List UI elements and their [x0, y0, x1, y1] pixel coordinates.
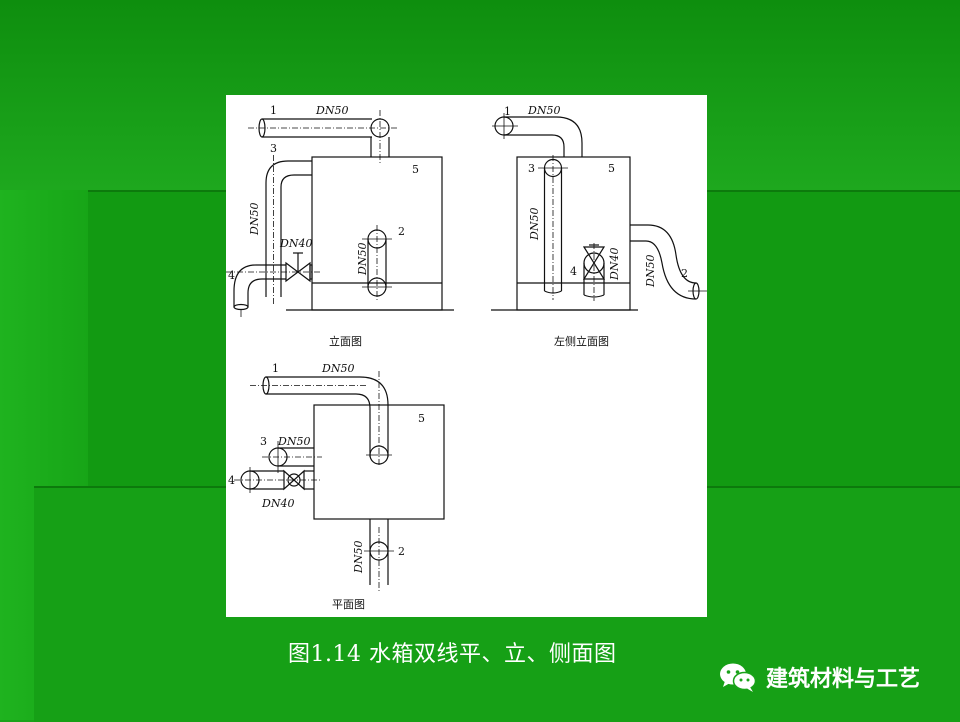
plan-pipe-4	[234, 467, 322, 493]
front-view: 1 DN50 3 5 DN50 2 DN40 DN50 4 立面图	[226, 104, 454, 348]
side-label-4: 4	[570, 265, 577, 278]
plan-pipe-1	[250, 371, 392, 467]
wechat-icon	[720, 663, 757, 692]
front-label-3: 3	[270, 142, 277, 155]
front-pipe-1	[248, 110, 398, 165]
front-dim-4: DN40	[279, 237, 312, 250]
side-dim-2: DN50	[528, 208, 541, 241]
plan-view-title: 平面图	[332, 598, 365, 611]
plan-dim-3: DN40	[261, 497, 294, 510]
plan-dim-2: DN50	[277, 435, 310, 448]
side-pipe-2	[630, 224, 707, 300]
plan-label-3: 3	[260, 435, 267, 448]
side-pipe-1	[492, 113, 583, 157]
figure-caption: 图1.14 水箱双线平、立、侧面图	[288, 642, 617, 667]
side-label-1: 1	[504, 105, 511, 118]
side-dim-4: DN50	[644, 255, 657, 288]
front-label-4: 4	[228, 269, 235, 282]
plan-dim-1: DN50	[321, 362, 354, 375]
side-dim-3: DN40	[608, 248, 621, 281]
front-view-title: 立面图	[329, 334, 362, 348]
front-dim-1: DN50	[315, 104, 348, 117]
plan-label-5: 5	[418, 412, 425, 425]
side-view: 1 DN50 3 5 DN50 DN40 4 DN50 2 左侧立面图	[491, 104, 707, 348]
plan-label-2: 2	[398, 545, 405, 558]
side-label-5: 5	[608, 162, 615, 175]
side-label-3: 3	[528, 162, 535, 175]
brand-watermark: 建筑材料与工艺	[718, 660, 920, 694]
front-pipe-2	[362, 225, 392, 301]
water-tank-drawing: 1 DN50 3 5 DN50 2 DN40 DN50 4 立面图	[226, 95, 707, 617]
plan-label-4: 4	[228, 474, 235, 487]
side-pipe-3	[538, 155, 568, 300]
front-pipe-4	[226, 252, 322, 317]
plan-pipe-3	[262, 441, 322, 473]
front-label-5: 5	[412, 163, 419, 176]
side-view-title: 左侧立面图	[554, 334, 609, 348]
plan-view: 1 DN50 5 3 DN50 4 DN40 DN50 2 平面图	[228, 362, 445, 611]
front-dim-2: DN50	[248, 203, 261, 236]
front-pipe-3	[265, 155, 312, 305]
plan-pipe-2	[364, 519, 394, 591]
side-label-2: 2	[681, 267, 688, 280]
side-pipe-4	[582, 243, 606, 301]
front-label-1: 1	[270, 104, 277, 117]
plan-dim-4: DN50	[352, 541, 365, 574]
plan-label-1: 1	[272, 362, 279, 375]
front-dim-3: DN50	[356, 243, 369, 276]
side-dim-1: DN50	[527, 104, 560, 117]
front-label-2: 2	[398, 225, 405, 238]
brand-name: 建筑材料与工艺	[766, 667, 921, 692]
